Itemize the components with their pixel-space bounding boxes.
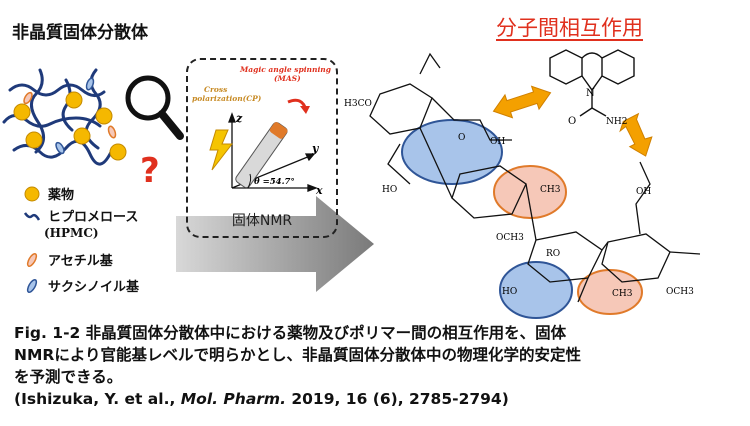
nmr-diagram: z x y θ =54.7° Cross polarization(CP) Ma… [192,65,331,197]
ho-label-left: HO [382,185,397,195]
legend-polymer: ヒプロメロース [24,206,138,225]
drug-sphere-icon [24,186,40,201]
question-mark: ? [140,151,160,191]
legend-drug: 薬物 [24,184,74,203]
mas-label-line2: (MAS) [274,74,301,83]
drug-n-label: N [586,88,595,99]
axis-x-label: x [315,184,323,197]
oh-label-right: OH [636,187,651,197]
process-arrow-icon [176,196,374,292]
och3-label-mid: OCH3 [496,233,524,243]
magnifier-icon [125,75,184,140]
legend-succinoyl-label: サクシノイル基 [48,280,140,295]
cp-label-line1: Cross [204,85,228,94]
legend-succinoyl: サクシノイル基 [24,276,139,295]
mas-label-line1: Magic angle spinning [239,65,331,74]
dispersion-illustration: ? [2,68,184,191]
legend-polymer-label: ヒプロメロース [48,210,139,225]
legend-polymer-abbr: (HPMC) [44,226,99,240]
drug-nh2-label: NH2 [606,117,627,127]
drug-spheres [13,91,127,161]
polymer-backbone [369,52,701,303]
h3co-label: H3CO [344,99,372,109]
lightning-icon [209,129,234,171]
rotor-icon [235,122,288,189]
succinoyl-highlight-bottom [499,261,573,319]
caption-line-2: NMRにより官能基レベルで明らかとし、非晶質固体分散体中の物理化学的安定性 [14,346,582,364]
oh-label-top: OH [490,137,505,147]
legend-drug-label: 薬物 [48,188,75,203]
och3-label-right: OCH3 [666,287,694,297]
solid-state-nmr-box [186,58,338,238]
succinoyl-markers [55,77,95,155]
caption-line-1: Fig. 1-2 非晶質固体分散体中における薬物及びポリマー間の相互作用を、固体 [14,324,567,342]
figure-caption: Fig. 1-2 非晶質固体分散体中における薬物及びポリマー間の相互作用を、固体… [14,322,744,410]
caption-reference: (Ishizuka, Y. et al., Mol. Pharm. 2019, … [14,388,744,410]
drug-molecule [549,49,635,117]
solid-nmr-label: 固体NMR [231,213,293,229]
caption-line-3: を予測できる。 [14,368,123,386]
legend-acetyl: アセチル基 [24,250,113,269]
cp-label-line2: polarization(CP) [192,94,262,103]
ch3-label-top: CH3 [540,185,561,195]
intermolecular-interaction-title: 分子間相互作用 [496,16,643,40]
axis-y-label: y [311,142,320,155]
drug-o-label: O [568,116,576,127]
axis-z-label: z [235,112,243,125]
o-label-top: O [458,133,465,143]
reference-journal: Mol. Pharm. [180,390,286,408]
legend-acetyl-label: アセチル基 [48,254,113,269]
ho-label-bottom: HO [502,287,517,297]
reference-authors: (Ishizuka, Y. et al., [14,390,181,408]
succinoyl-marker-icon [26,278,38,293]
acetyl-marker-icon [26,252,38,267]
ch3-label-bottom: CH3 [612,289,633,299]
reference-details: 2019, 16 (6), 2785-2794) [285,390,509,408]
interaction-arrows [492,85,653,157]
amorphous-dispersion-title: 非晶質固体分散体 [12,23,148,43]
succinoyl-highlight-top [401,119,503,185]
polymer-chain-icon [24,211,40,221]
ro-label: RO [546,249,560,259]
acetyl-highlight-top [493,165,567,219]
magic-angle-value: θ =54.7° [254,177,295,187]
hpmcas-drug-structure: N O NH2 H3CO OH O HO OCH3 RO CH3 CH3 OCH… [344,49,701,319]
acetyl-markers [23,91,117,139]
